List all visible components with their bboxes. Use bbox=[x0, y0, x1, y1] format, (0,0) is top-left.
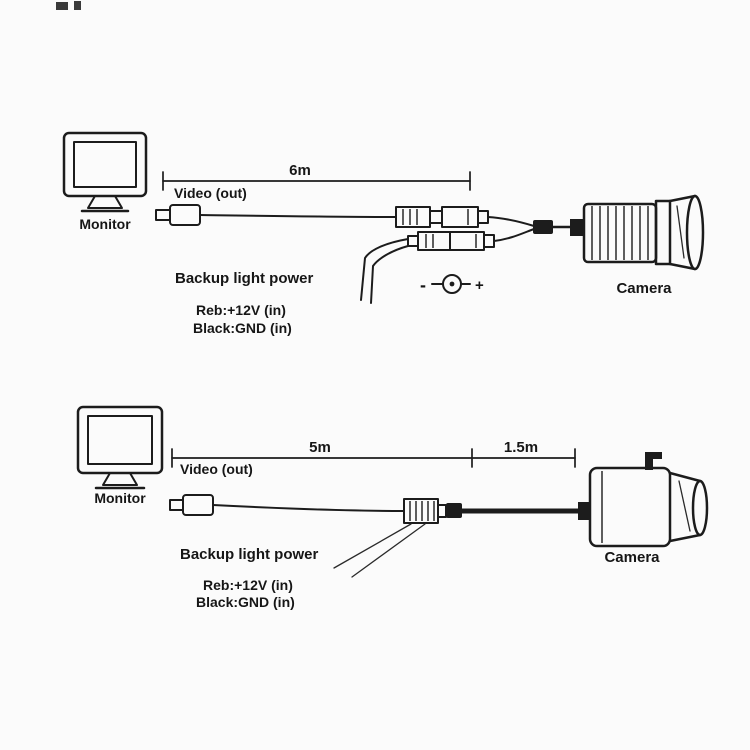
backup-power-title: Backup light power bbox=[175, 270, 314, 287]
camera-icon bbox=[570, 194, 705, 271]
inline-connector-icon bbox=[403, 498, 462, 524]
polarity-minus-label: - bbox=[420, 275, 426, 295]
polarity-plus-label: + bbox=[475, 277, 484, 294]
backup-power-title: Backup light power bbox=[180, 546, 319, 563]
polarity-icon: - + bbox=[420, 274, 484, 295]
backup-power-line1: Reb:+12V (in) bbox=[196, 302, 286, 318]
camera-label: Camera bbox=[616, 280, 672, 297]
video-cable-to-camera bbox=[487, 216, 535, 227]
rca-plug-icon bbox=[155, 204, 201, 226]
backup-power-line2: Black:GND (in) bbox=[193, 320, 292, 336]
measurement-6m bbox=[162, 171, 471, 191]
monitor-icon bbox=[76, 405, 164, 490]
camera-pigtail-connector bbox=[533, 220, 574, 234]
video-out-label: Video (out) bbox=[180, 461, 253, 477]
leader-lines bbox=[333, 523, 426, 578]
video-cable bbox=[199, 214, 397, 218]
cable-length-label: 6m bbox=[289, 162, 311, 179]
power-cable-to-camera bbox=[493, 228, 535, 242]
monitor-label: Monitor bbox=[79, 216, 131, 232]
backup-power-line1: Reb:+12V (in) bbox=[203, 577, 293, 593]
bottom-diagram: Monitor 5m 1.5m Video (out) bbox=[76, 405, 709, 610]
backup-power-line2: Black:GND (in) bbox=[196, 594, 295, 610]
cable-length-ext-label: 1.5m bbox=[504, 439, 538, 456]
top-diagram: Monitor 6m Video (out) bbox=[62, 131, 705, 336]
scan-artifact bbox=[56, 1, 81, 10]
power-wires bbox=[360, 238, 409, 304]
camera-label: Camera bbox=[604, 549, 660, 566]
monitor-label: Monitor bbox=[94, 490, 146, 506]
camera-icon bbox=[588, 452, 709, 548]
camera-cable-stub bbox=[578, 502, 591, 520]
cable-length-main-label: 5m bbox=[309, 439, 331, 456]
video-out-label: Video (out) bbox=[174, 185, 247, 201]
video-cable bbox=[212, 504, 405, 512]
power-coupler-icon bbox=[407, 231, 495, 251]
rca-coupler-video-icon bbox=[395, 206, 489, 228]
measurement-5m-1-5m bbox=[171, 448, 576, 468]
monitor-icon bbox=[62, 131, 148, 213]
rca-plug-icon bbox=[169, 494, 214, 516]
